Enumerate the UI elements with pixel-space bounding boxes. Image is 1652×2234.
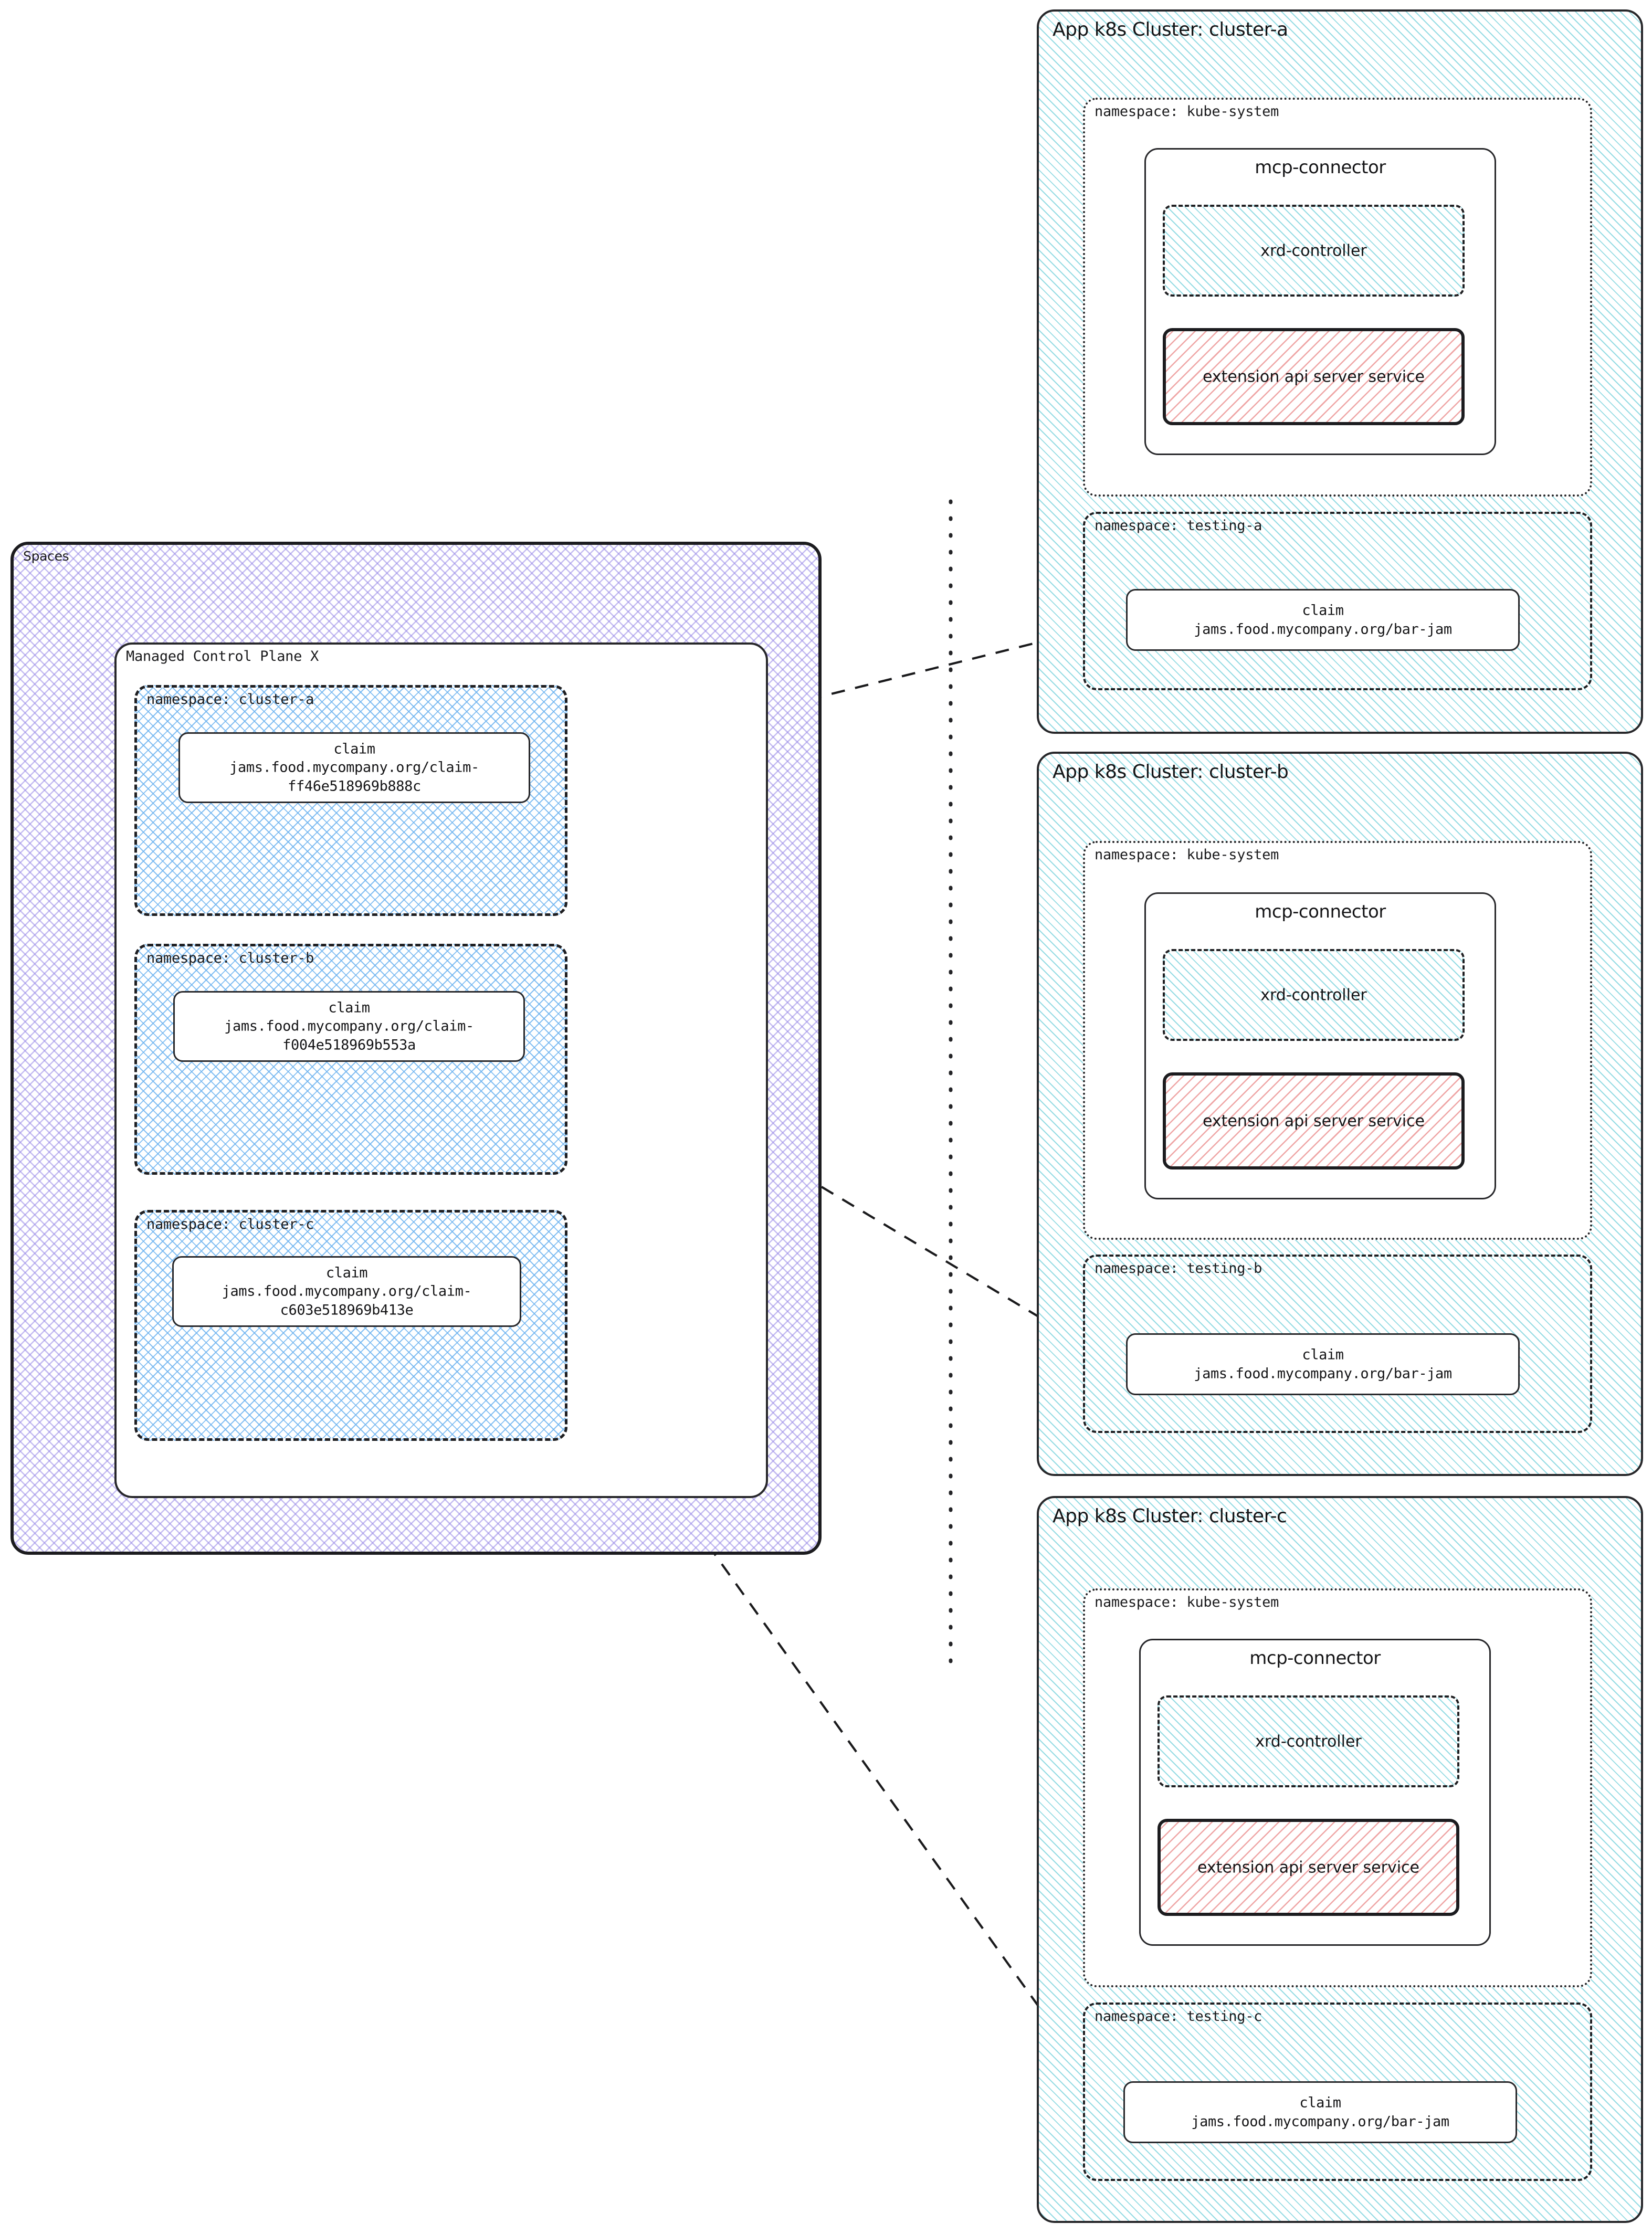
xrd-controller-label-c: xrd-controller — [1255, 1732, 1362, 1751]
xrd-controller-label-b: xrd-controller — [1260, 985, 1367, 1004]
namespace-kube-system-b-label: namespace: kube-system — [1095, 847, 1279, 863]
xrd-controller-b: xrd-controller — [1163, 949, 1465, 1041]
claim-box-testing-c[interactable]: claim jams.food.mycompany.org/bar-jam — [1123, 2081, 1517, 2143]
cluster-title-c: App k8s Cluster: cluster-c — [1053, 1505, 1287, 1527]
claim-text-cluster-b: claim jams.food.mycompany.org/claim- f00… — [224, 999, 474, 1053]
namespace-cluster-b-label: namespace: cluster-b — [146, 950, 314, 966]
claim-box-testing-b[interactable]: claim jams.food.mycompany.org/bar-jam — [1126, 1333, 1520, 1395]
claim-box-cluster-b[interactable]: claim jams.food.mycompany.org/claim- f00… — [173, 991, 525, 1062]
mcp-connector-title-a: mcp-connector — [1255, 157, 1386, 178]
xrd-controller-c: xrd-controller — [1158, 1695, 1459, 1787]
mcp-connector-title-b: mcp-connector — [1255, 901, 1386, 922]
spaces-label: Spaces — [23, 549, 69, 564]
claim-text-testing-b: claim jams.food.mycompany.org/bar-jam — [1194, 1346, 1452, 1382]
extension-api-server-label-b: extension api server service — [1202, 1111, 1425, 1130]
namespace-testing-a-label: namespace: testing-a — [1095, 518, 1262, 534]
namespace-cluster-a-label: namespace: cluster-a — [146, 691, 314, 708]
xrd-controller-a: xrd-controller — [1163, 205, 1465, 297]
claim-box-cluster-c[interactable]: claim jams.food.mycompany.org/claim- c60… — [172, 1256, 521, 1327]
claim-text-cluster-a: claim jams.food.mycompany.org/claim- ff4… — [229, 741, 479, 795]
mcp-connector-title-c: mcp-connector — [1249, 1648, 1381, 1669]
control-plane-label: Managed Control Plane X — [126, 648, 319, 665]
extension-api-server-service-b: extension api server service — [1163, 1072, 1465, 1169]
namespace-testing-c-label: namespace: testing-c — [1095, 2008, 1262, 2025]
claim-box-testing-a[interactable]: claim jams.food.mycompany.org/bar-jam — [1126, 589, 1520, 651]
xrd-controller-label-a: xrd-controller — [1260, 241, 1367, 260]
namespace-testing-a: namespace: testing-a — [1083, 512, 1592, 690]
cluster-title-a: App k8s Cluster: cluster-a — [1053, 19, 1288, 40]
extension-api-server-service-a: extension api server service — [1163, 328, 1465, 425]
namespace-kube-system-a-label: namespace: kube-system — [1095, 103, 1279, 120]
extension-api-server-label-a: extension api server service — [1202, 367, 1425, 386]
claim-text-cluster-c: claim jams.food.mycompany.org/claim- c60… — [222, 1264, 472, 1319]
extension-api-server-label-c: extension api server service — [1197, 1858, 1420, 1877]
namespace-testing-b-label: namespace: testing-b — [1095, 1260, 1262, 1277]
namespace-cluster-c-label: namespace: cluster-c — [146, 1216, 314, 1232]
extension-api-server-service-c: extension api server service — [1158, 1819, 1459, 1916]
namespace-kube-system-c-label: namespace: kube-system — [1095, 1594, 1279, 1610]
cluster-title-b: App k8s Cluster: cluster-b — [1053, 761, 1289, 783]
claim-text-testing-a: claim jams.food.mycompany.org/bar-jam — [1194, 602, 1452, 637]
claim-text-testing-c: claim jams.food.mycompany.org/bar-jam — [1191, 2094, 1449, 2130]
claim-box-cluster-a[interactable]: claim jams.food.mycompany.org/claim- ff4… — [178, 732, 530, 803]
